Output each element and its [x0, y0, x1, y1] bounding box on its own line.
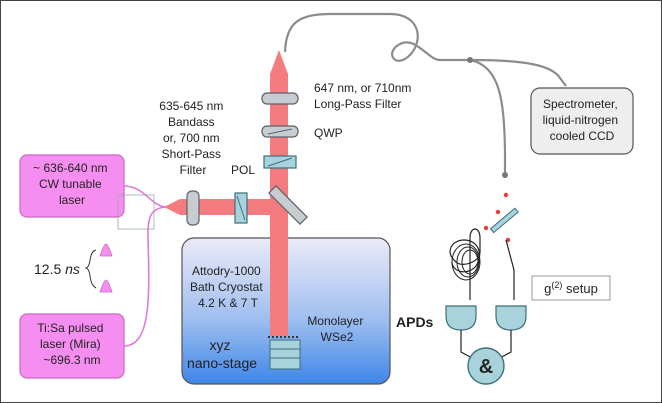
- beamsplitter-g2: [489, 207, 519, 234]
- spectrometer-box: [530, 87, 634, 155]
- longpass-filter: [261, 92, 299, 105]
- pulse-2: [99, 279, 113, 293]
- cryostat-line-2: Bath Cryostat: [190, 280, 263, 294]
- fiber-connector: [467, 57, 473, 63]
- stage-line-2: nano-stage: [187, 355, 257, 371]
- pulse-period-unit: ns: [65, 261, 80, 277]
- bandpass-label: 635-645 nm Bandass or, 700 nm Short-Pass…: [159, 99, 226, 177]
- pulsed-laser-line-1: Ti:Sa pulsed: [37, 321, 103, 335]
- bandpass-filter: [186, 190, 200, 226]
- fiber-end-connector: [502, 172, 508, 178]
- apd-right-wire: [499, 330, 512, 359]
- cryostat-label: Attodry-1000 Bath Cryostat 4.2 K & 7 T: [190, 264, 266, 310]
- fiber-to-right-apd: [505, 239, 515, 300]
- nano-stage-block-2: [269, 348, 301, 359]
- longpass-line-1: 647 nm, or 710nm: [314, 81, 411, 95]
- cw-laser-line-2: CW tunable: [39, 177, 102, 191]
- pulse-period-label: 12.5 ns: [34, 261, 80, 277]
- longpass-label: 647 nm, or 710nm Long-Pass Filter: [314, 81, 415, 111]
- red-dot-2: [495, 209, 501, 215]
- g2-setup-text: setup: [562, 281, 597, 296]
- red-dot-1: [503, 192, 509, 198]
- cw-laser-line-1: ~ 636-640 nm: [33, 161, 107, 175]
- g2-setup-box: [531, 275, 611, 301]
- apd-right: [495, 305, 527, 331]
- pulsed-fiber-coupling: [123, 206, 167, 347]
- pulse-period-value: 12.5: [34, 261, 65, 277]
- apd-left-wire: [460, 330, 473, 359]
- bandpass-line-5: Filter: [180, 163, 207, 177]
- delay-fiber-loop: [449, 228, 481, 300]
- beam-horizontal: [180, 199, 280, 215]
- beamsplitter-mirror: [268, 185, 308, 225]
- qwp-axis: [267, 128, 293, 135]
- bandpass-line-4: Short-Pass: [162, 147, 221, 161]
- fiber-coupler-frame: [117, 194, 155, 230]
- analyzer-axis: [267, 157, 293, 167]
- pol-label: POL: [231, 163, 255, 177]
- beam-left-arrow: [164, 199, 180, 215]
- and-gate: [467, 347, 505, 385]
- fiber-to-apd-setup: [469, 58, 507, 178]
- bandpass-line-2: Bandass: [168, 115, 215, 129]
- pulsed-laser-line-3: ~696.3 nm: [43, 353, 100, 367]
- fiber-coil-2: [456, 246, 480, 278]
- apd-left: [445, 305, 477, 331]
- spectrometer-line-1: Spectrometer,: [543, 97, 618, 111]
- cw-fiber-coupling: [123, 185, 167, 208]
- bandpass-line-3: or, 700 nm: [163, 131, 220, 145]
- g2-symbol: g: [544, 281, 551, 296]
- cw-laser-line-3: laser: [59, 193, 85, 207]
- nano-stage-block-3: [269, 357, 301, 370]
- cw-laser-label: ~ 636-640 nm CW tunable laser: [33, 161, 111, 207]
- g2-superscript: (2): [551, 280, 562, 290]
- sample-line-2: WSe2: [321, 330, 354, 344]
- bandpass-line-1: 635-645 nm: [159, 99, 223, 113]
- qwp-label: QWP: [314, 126, 343, 140]
- sample-line-1: Monolayer: [307, 314, 363, 328]
- stage-label: xyz nano-stage: [187, 337, 257, 371]
- pulsed-laser-line-2: laser (Mira): [40, 337, 101, 351]
- pulsed-laser-label: Ti:Sa pulsed laser (Mira) ~696.3 nm: [37, 321, 107, 367]
- spectrometer-line-2: liquid-nitrogen: [543, 113, 618, 127]
- sample-label: Monolayer WSe2: [307, 314, 366, 344]
- nano-stage-block-1: [269, 339, 301, 350]
- pulse-bracket: [84, 249, 97, 289]
- and-gate-symbol: &: [479, 356, 493, 378]
- beam-top-arrow: [270, 50, 288, 74]
- spectrometer-line-3: cooled CCD: [550, 129, 615, 143]
- pol-axis: [236, 195, 246, 221]
- longpass-line-2: Long-Pass Filter: [314, 97, 401, 111]
- cryostat-line-1: Attodry-1000: [192, 264, 261, 278]
- cryostat-line-3: 4.2 K & 7 T: [198, 296, 258, 310]
- fiber-to-spectrometer: [283, 12, 567, 87]
- stage-line-1: xyz: [210, 337, 231, 353]
- pulse-1: [99, 243, 113, 257]
- apds-label: APDs: [396, 314, 434, 330]
- fiber-coil-1: [451, 243, 481, 281]
- fiber-coil-3: [461, 249, 479, 275]
- red-dot-3: [483, 225, 489, 231]
- g2-setup-label: g(2) setup: [544, 280, 598, 296]
- spectrometer-label: Spectrometer, liquid-nitrogen cooled CCD: [543, 97, 622, 143]
